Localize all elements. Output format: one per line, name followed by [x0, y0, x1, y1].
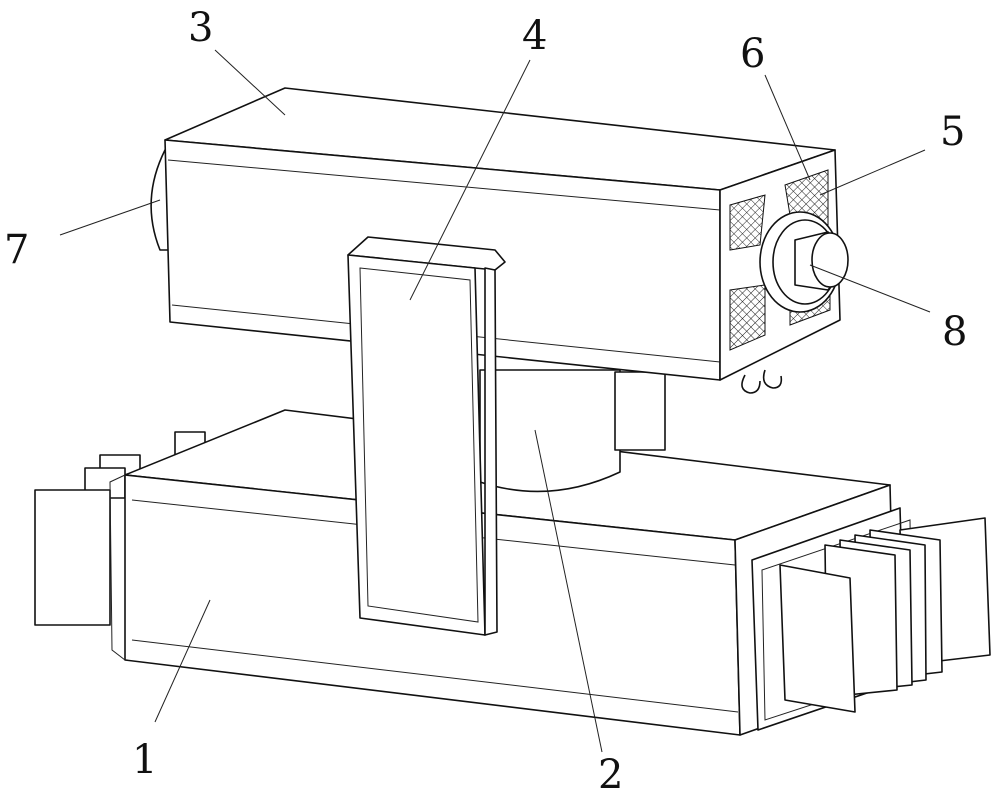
label-6: 6 [740, 34, 765, 74]
label-1: 1 [132, 740, 157, 780]
label-5: 5 [940, 112, 965, 152]
label-2: 2 [598, 755, 623, 795]
label-3: 3 [188, 8, 213, 48]
label-8: 8 [942, 312, 967, 352]
label-4: 4 [522, 16, 547, 56]
label-7: 7 [4, 230, 29, 270]
